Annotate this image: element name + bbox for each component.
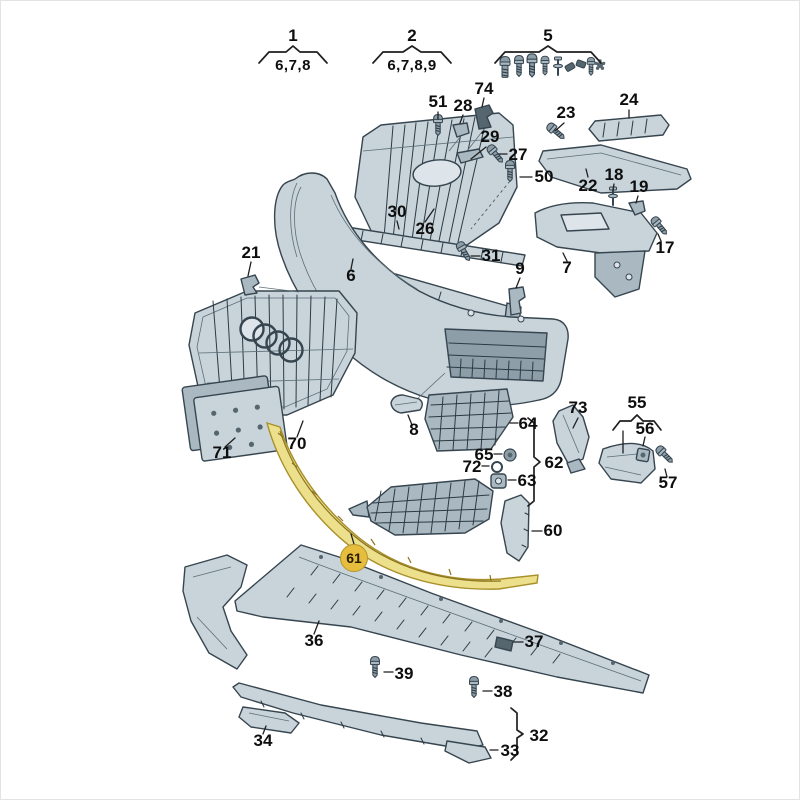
callout-19: 19 [630, 177, 649, 196]
callout-9: 9 [515, 259, 524, 278]
push-pin-icon [552, 56, 564, 76]
screw-icon [370, 656, 380, 678]
part-side-trim [500, 494, 530, 562]
callout-27: 27 [509, 145, 528, 164]
callout-37: 37 [525, 632, 544, 651]
part-upper-grille-support [354, 112, 518, 250]
callout-34: 34 [254, 731, 273, 750]
callout-7: 7 [562, 258, 571, 277]
highlight-badge-label: 61 [346, 550, 362, 566]
audi-rings-logo [239, 316, 304, 363]
part-sensor-holder [490, 473, 507, 489]
group-55-bracket [612, 414, 662, 431]
callout-28: 28 [454, 96, 473, 115]
callout-18: 18 [605, 165, 624, 184]
callout-21: 21 [242, 243, 261, 262]
callout-24: 24 [620, 90, 639, 109]
part-clip-37 [494, 636, 514, 652]
screw-icon [469, 676, 479, 698]
part-bracket-73 [552, 404, 590, 474]
group-32-bracket [510, 707, 524, 761]
part-clip-56 [635, 447, 651, 463]
part-blade-end-cap [444, 740, 492, 764]
callout-51: 51 [429, 92, 448, 111]
fastener-set-group5 [499, 53, 606, 78]
callout-65: 65 [475, 445, 494, 464]
callout-26: 26 [416, 219, 435, 238]
part-seal-ring [491, 461, 503, 473]
group-1-contents: 6,7,8 [275, 57, 311, 74]
part-clip-28 [448, 122, 470, 152]
callout-72: 72 [463, 457, 482, 476]
callout-60: 60 [544, 521, 563, 540]
part-tow-cap [390, 372, 446, 414]
group-1-number: 1 [288, 26, 297, 45]
callout-74: 74 [475, 79, 494, 98]
group-2-bracket [372, 45, 452, 64]
screw-icon [514, 55, 524, 77]
part-spoiler-strip-highlighted [265, 421, 539, 590]
part-clip-9 [508, 286, 526, 316]
screw-icon [526, 53, 538, 78]
screw-icon [653, 443, 676, 466]
part-spoiler-corner-left [182, 554, 248, 670]
part-insert-grille-lower [348, 478, 494, 536]
part-clip-34 [238, 706, 300, 734]
part-clip-21 [240, 274, 300, 296]
callout-31: 31 [482, 246, 501, 265]
callout-38: 38 [494, 682, 513, 701]
callout-71: 71 [213, 443, 232, 462]
callout-62: 62 [545, 453, 564, 472]
callout-29: 29 [481, 127, 500, 146]
bolt-icon [499, 56, 511, 78]
callout-55: 55 [628, 393, 647, 412]
screw-icon [586, 57, 596, 76]
callout-50: 50 [535, 167, 554, 186]
callout-23: 23 [557, 103, 576, 122]
callout-73: 73 [569, 398, 588, 417]
callout-32: 32 [530, 726, 549, 745]
callout-8: 8 [409, 420, 418, 439]
part-holder-74 [466, 104, 494, 152]
highlight-badge-61: 61 [340, 544, 368, 572]
clip-icon [575, 59, 587, 69]
screw-icon [544, 120, 568, 143]
callout-70: 70 [288, 434, 307, 453]
group-1-bracket [258, 45, 328, 64]
part-spoiler-center [234, 544, 650, 694]
callout-64: 64 [519, 414, 538, 433]
callout-17: 17 [656, 238, 675, 257]
part-side-support [534, 202, 658, 298]
screw-icon [540, 55, 550, 76]
callout-22: 22 [579, 176, 598, 195]
part-plate-29 [456, 148, 484, 164]
callout-6: 6 [346, 266, 355, 285]
part-insert-grille-upper [424, 388, 514, 452]
leader-lines [224, 97, 668, 751]
part-lower-strip [538, 144, 692, 194]
callout-56: 56 [636, 419, 655, 438]
part-grommet [503, 448, 517, 462]
group-2-contents: 6,7,8,9 [387, 57, 436, 74]
group-2-number: 2 [407, 26, 416, 45]
callout-33: 33 [501, 741, 520, 760]
callout-57: 57 [659, 473, 678, 492]
callout-30: 30 [388, 202, 407, 221]
clip-icon [564, 61, 576, 73]
group-5-bracket [494, 45, 602, 64]
callout-39: 39 [395, 664, 414, 683]
group-62-bracket [527, 417, 541, 507]
part-clip-19 [628, 200, 646, 216]
part-plate-bracket [181, 375, 288, 462]
part-upper-strip [588, 114, 670, 142]
callout-36: 36 [305, 631, 324, 650]
group-5-number: 5 [543, 26, 552, 45]
callout-63: 63 [518, 471, 537, 490]
